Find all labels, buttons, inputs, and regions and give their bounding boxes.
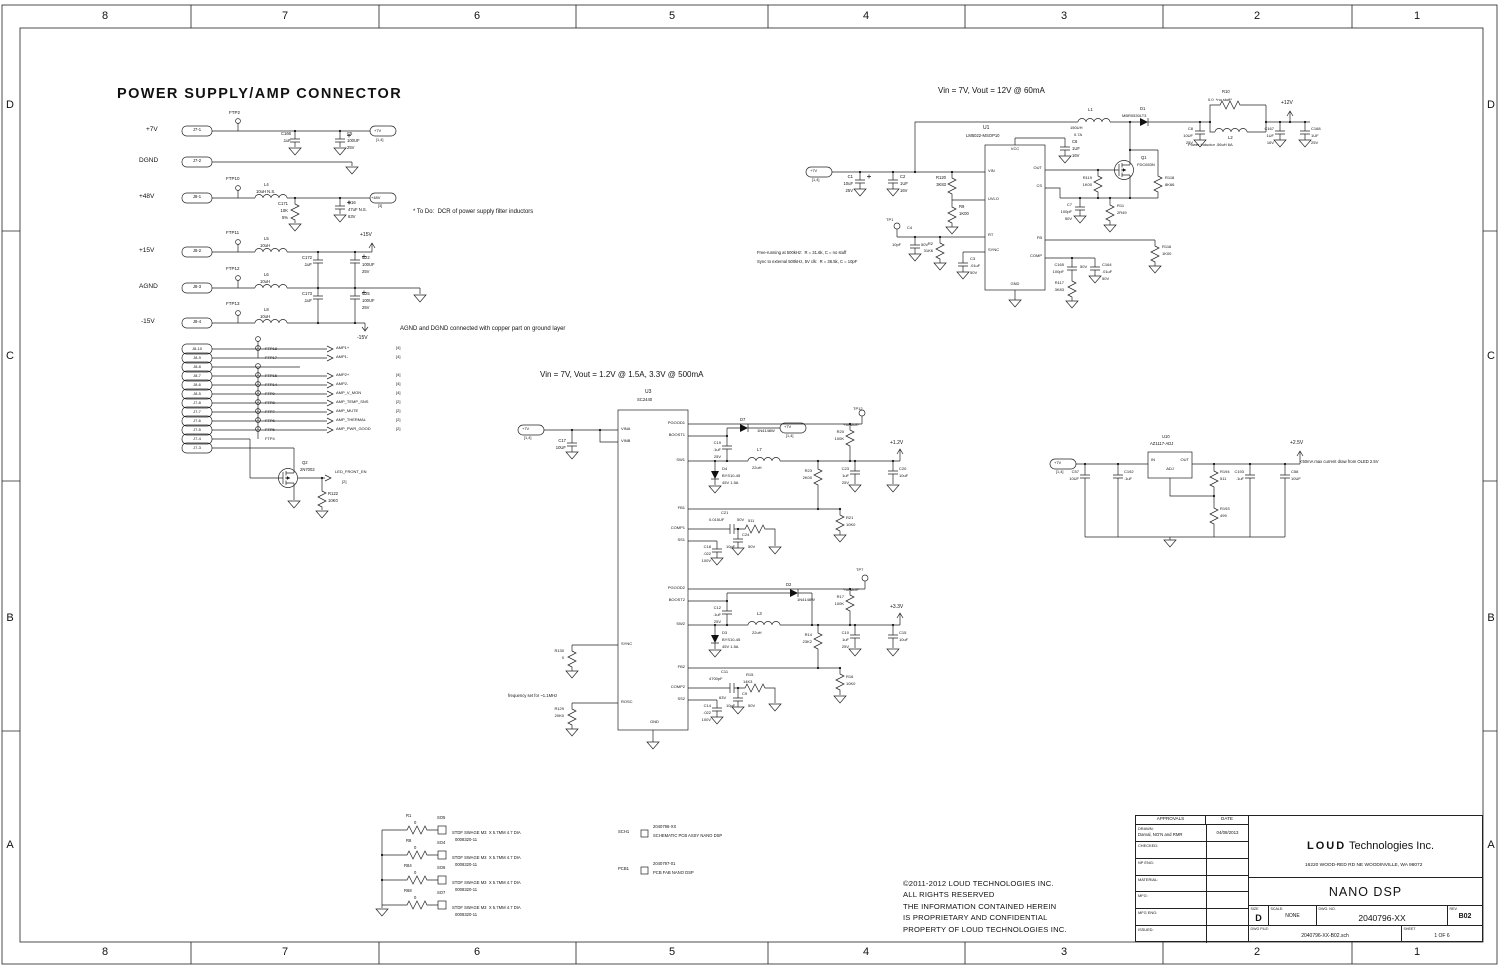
sheet-label: SHEET xyxy=(1403,927,1416,931)
approvals-row: MATERIAL: xyxy=(1136,875,1248,893)
company-block: LOUD Technologies Inc. 16220 WOOD-RED RD… xyxy=(1249,816,1482,878)
approvals-row-value: Darval, NO'N and RMR xyxy=(1138,832,1183,837)
copyright-line: ALL RIGHTS RESERVED xyxy=(903,890,995,900)
approvals-row: MFG ENG: xyxy=(1136,909,1248,927)
approvals-row: NP ENG: xyxy=(1136,858,1248,876)
size-label: SIZE xyxy=(1250,907,1259,911)
approvals-row-date xyxy=(1206,875,1248,892)
zone-row-label: B xyxy=(1487,612,1495,624)
dwg-file-label: DWG FILE: xyxy=(1250,927,1269,931)
approvals-table: APPROVALS DATE DRAWN:Darval, NO'N and RM… xyxy=(1136,816,1249,943)
approvals-row-label: MATERIAL: xyxy=(1138,876,1159,882)
copyright-line: IS PROPRIETARY AND CONFIDENTIAL xyxy=(903,913,1048,923)
dwg-no-cell: DWG. NO. 2040796-XX xyxy=(1317,906,1448,925)
drawing-title: NANO DSP xyxy=(1249,878,1482,906)
zone-column-label: 3 xyxy=(1060,10,1068,22)
zone-row-label: B xyxy=(6,612,14,624)
sheet-frame xyxy=(1,4,1498,965)
zone-column-label: 8 xyxy=(101,946,109,958)
zone-row-label: A xyxy=(6,839,14,851)
zone-row-label: A xyxy=(1487,839,1495,851)
schematic-symbols xyxy=(181,100,1312,917)
company-name: LOUD Technologies Inc. xyxy=(1307,840,1434,852)
approvals-row-label: CHECKED: xyxy=(1138,842,1159,848)
zone-column-label: 1 xyxy=(1413,10,1421,22)
page-title: POWER SUPPLY/AMP CONNECTOR xyxy=(117,86,403,102)
sheet-value: 1 OF 6 xyxy=(1434,933,1450,939)
approvals-row: CHECKED: xyxy=(1136,841,1248,859)
company-address: 16220 WOOD-RED RD NE WOODINVILLE, WA 980… xyxy=(1305,863,1423,868)
dwg-no-label: DWG. NO. xyxy=(1318,907,1336,911)
ic-az1117 xyxy=(1147,451,1193,479)
rev-label: REV. xyxy=(1449,907,1458,911)
pcb-doc-box xyxy=(640,866,649,875)
dwg-file-value: 2040796-XX-B02.sch xyxy=(1301,933,1349,939)
zone-row-label: D xyxy=(6,99,14,111)
title-block: APPROVALS DATE DRAWN:Darval, NO'N and RM… xyxy=(1135,815,1483,943)
zone-column-label: 4 xyxy=(862,10,870,22)
zone-column-label: 3 xyxy=(1060,946,1068,958)
zone-column-label: 6 xyxy=(473,946,481,958)
approvals-row-label: ISSUED: xyxy=(1138,927,1154,933)
company-rest: Technologies Inc. xyxy=(1349,840,1435,852)
sch-doc-box xyxy=(640,829,649,838)
zone-column-label: 8 xyxy=(101,10,109,22)
approvals-row-label: MFG: xyxy=(1138,893,1148,899)
zone-column-label: 2 xyxy=(1253,10,1261,22)
zone-column-label: 7 xyxy=(281,10,289,22)
approvals-row-label: MFG ENG: xyxy=(1138,910,1158,916)
copyright-notice: ©2011-2012 LOUD TECHNOLOGIES INC. ALL RIG… xyxy=(903,878,1067,935)
date-header: DATE xyxy=(1221,816,1233,821)
approvals-row: MFG: xyxy=(1136,892,1248,910)
zone-column-label: 5 xyxy=(668,10,676,22)
copyright-line: ©2011-2012 LOUD TECHNOLOGIES INC. xyxy=(903,879,1054,888)
copyright-line: PROPERTY OF LOUD TECHNOLOGIES INC. xyxy=(903,924,1067,934)
size-value: D xyxy=(1255,913,1262,923)
scale-label: SCALE: xyxy=(1270,907,1284,911)
copyright-line: THE INFORMATION CONTAINED HEREIN xyxy=(903,901,1057,911)
approvals-row-label: NP ENG: xyxy=(1138,859,1154,865)
junction-dots xyxy=(293,120,1307,882)
zone-row-label: C xyxy=(6,350,14,362)
approvals-row-date xyxy=(1206,858,1248,875)
approvals-row-date xyxy=(1206,926,1248,943)
zone-column-label: 6 xyxy=(473,10,481,22)
dwg-no-value: 2040796-XX xyxy=(1358,913,1406,923)
zone-column-label: 1 xyxy=(1413,946,1421,958)
approvals-row-date xyxy=(1206,892,1248,909)
approvals-row-date xyxy=(1206,909,1248,926)
dwg-file-cell: DWG FILE: 2040796-XX-B02.sch xyxy=(1249,926,1402,942)
zone-row-label: D xyxy=(1487,99,1495,111)
schematic-wires xyxy=(212,104,1310,910)
approvals-row: ISSUED: xyxy=(1136,926,1248,943)
approvals-row: DRAWN:Darval, NO'N and RMR 04/08/2013 xyxy=(1136,825,1248,842)
scale-cell: SCALE: NONE xyxy=(1269,906,1317,925)
approvals-row-date: 04/08/2013 xyxy=(1206,825,1248,841)
sheet-cell: SHEET 1 OF 6 xyxy=(1402,926,1482,942)
ic-lm5022 xyxy=(984,144,1046,291)
zone-column-label: 2 xyxy=(1253,946,1261,958)
approvals-row-label: DRAWN: xyxy=(1138,826,1154,831)
rev-cell: REV. B02 xyxy=(1448,906,1482,925)
zone-column-label: 7 xyxy=(281,946,289,958)
rev-value: B02 xyxy=(1458,913,1472,920)
scale-value: NONE xyxy=(1285,913,1300,919)
size-cell: SIZE D xyxy=(1249,906,1269,925)
zone-row-label: C xyxy=(1487,350,1495,362)
ic-sc2440 xyxy=(617,409,689,731)
zone-column-label: 5 xyxy=(668,946,676,958)
zone-column-label: 4 xyxy=(862,946,870,958)
approvals-header: APPROVALS xyxy=(1136,816,1206,824)
title-block-right: LOUD Technologies Inc. 16220 WOOD-RED RD… xyxy=(1249,816,1482,942)
company-logo-text: LOUD xyxy=(1307,840,1347,852)
approvals-row-date xyxy=(1206,841,1248,858)
